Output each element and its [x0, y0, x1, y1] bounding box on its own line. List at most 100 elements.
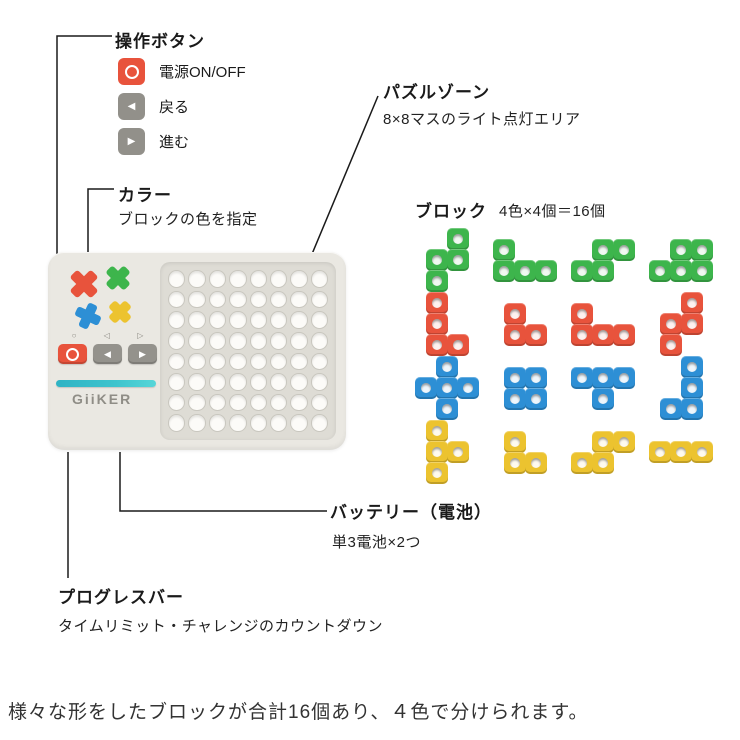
- block-unit: [649, 259, 671, 282]
- grid-hole: [290, 290, 308, 309]
- block-unit: [524, 323, 547, 346]
- grid-hole: [208, 393, 227, 412]
- grid-hole: [249, 373, 267, 391]
- block-unit: [613, 323, 635, 346]
- block-unit: [425, 292, 448, 314]
- block-unit: [436, 377, 458, 399]
- block-unit: [425, 334, 448, 356]
- block-unit-hole: [665, 319, 676, 329]
- grid-hole: [269, 311, 288, 329]
- block-unit-hole: [499, 244, 509, 255]
- grid-hole: [310, 270, 328, 288]
- operation-legend: 電源ON/OFF ◀ 戻る ▶ 進む: [118, 58, 246, 155]
- grid-hole: [208, 331, 227, 350]
- block-unit-hole: [655, 265, 665, 276]
- block-unit-hole: [598, 244, 608, 255]
- block-unit-hole: [452, 234, 463, 244]
- grid-hole: [290, 393, 308, 412]
- block-unit: [524, 387, 547, 410]
- legend-forward-label: 進む: [159, 134, 190, 151]
- block-unit-hole: [442, 362, 452, 372]
- device-button-row: ◀ ▶: [58, 344, 157, 364]
- block-unit-hole: [619, 244, 629, 255]
- block-unit-hole: [577, 457, 587, 468]
- block-unit-hole: [598, 457, 608, 468]
- block-unit-hole: [598, 436, 608, 447]
- device-power-button: [58, 344, 87, 364]
- block-unit-hole: [499, 265, 509, 276]
- block-unit-hole: [452, 255, 463, 265]
- grid-hole: [269, 373, 288, 391]
- grid-hole: [249, 270, 267, 288]
- block-green-2: [493, 238, 557, 282]
- block-unit: [592, 238, 614, 261]
- grid-hole: [269, 352, 288, 371]
- grid-hole: [168, 373, 186, 391]
- legend-back-row: ◀ 戻る: [118, 93, 246, 120]
- grid-hole: [310, 311, 328, 329]
- color-desc: ブロックの色を指定: [118, 211, 258, 228]
- block-unit-hole: [431, 298, 442, 308]
- block-unit-hole: [509, 436, 520, 447]
- block-blue-3: [571, 366, 635, 410]
- color-buttons-cluster-icon: [70, 266, 131, 329]
- grid-hole: [229, 414, 247, 432]
- block-unit-hole: [452, 447, 463, 457]
- blocks-grid: [408, 228, 720, 484]
- block-unit-hole: [431, 340, 442, 350]
- color-title: カラー: [118, 186, 172, 205]
- footer-caption: 様々な形をしたブロックが合計16個あり、４色で分けられます。: [8, 702, 589, 723]
- block-unit: [680, 356, 703, 378]
- grid-hole: [188, 352, 206, 371]
- block-unit: [425, 313, 448, 335]
- forward-icon: ▶: [118, 128, 145, 155]
- operation-title: 操作ボタン: [115, 32, 205, 51]
- grid-hole: [310, 290, 328, 309]
- block-unit-hole: [509, 457, 520, 468]
- block-unit: [571, 302, 593, 325]
- block-unit-hole: [697, 447, 707, 457]
- block-unit-hole: [509, 372, 520, 383]
- grid-hole: [168, 311, 186, 329]
- grid-hole: [188, 290, 206, 309]
- block-unit-hole: [686, 298, 697, 308]
- block-unit-hole: [686, 362, 697, 372]
- block-unit-hole: [577, 329, 587, 340]
- block-unit: [446, 228, 469, 250]
- block-red-2: [503, 302, 547, 346]
- block-unit: [524, 366, 547, 389]
- brand-logo: GiiKER: [72, 391, 133, 407]
- block-blue-4: [659, 356, 703, 420]
- block-unit-hole: [676, 447, 686, 457]
- block-unit-hole: [686, 404, 697, 414]
- block-unit: [493, 238, 515, 261]
- legend-power-label: 電源ON/OFF: [159, 64, 246, 81]
- device-forward-button: ▶: [128, 344, 157, 364]
- block-unit: [503, 430, 526, 453]
- block-red-1: [425, 292, 469, 356]
- grid-hole: [290, 352, 308, 371]
- grid-hole: [229, 352, 247, 371]
- grid-hole: [208, 414, 227, 432]
- block-unit-hole: [619, 436, 629, 447]
- power-glyph: ○: [71, 331, 77, 340]
- block-unit: [535, 259, 557, 282]
- grid-hole: [168, 393, 186, 412]
- block-unit: [659, 398, 682, 420]
- block-unit-hole: [619, 372, 629, 383]
- block-unit: [592, 430, 614, 453]
- button-print-glyphs: ○ ◁ ▷: [58, 332, 157, 340]
- grid-hole: [310, 331, 328, 350]
- block-unit-hole: [452, 340, 463, 350]
- grid-hole: [249, 311, 267, 329]
- device-progress-bar: [56, 380, 156, 387]
- block-unit: [649, 441, 671, 463]
- block-unit: [436, 398, 458, 420]
- block-unit-hole: [598, 265, 608, 276]
- block-unit: [670, 259, 692, 282]
- block-unit-hole: [530, 372, 541, 383]
- grid-hole: [290, 414, 308, 432]
- block-unit: [592, 323, 614, 346]
- back-glyph: ◁: [103, 331, 110, 340]
- grid-hole: [168, 270, 186, 288]
